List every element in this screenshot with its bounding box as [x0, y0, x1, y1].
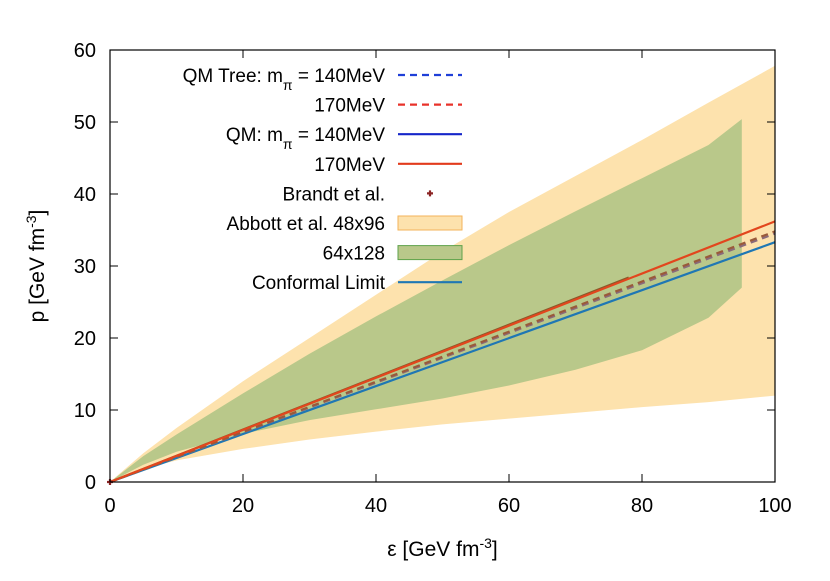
bands-layer [110, 65, 775, 483]
x-tick-label: 20 [232, 495, 254, 517]
x-tick-label: 0 [104, 495, 115, 517]
band-64x128 [110, 119, 742, 482]
legend-label-6: 64x128 [323, 244, 385, 265]
x-axis-label: ε [GeV fm-3] [387, 535, 498, 561]
legend-label-5: Abbott et al. 48x96 [227, 214, 385, 235]
x-tick-label: 40 [365, 495, 387, 517]
ticks-layer: 0 20 40 60 80 100 0 10 20 30 40 50 60 [74, 40, 792, 517]
y-tick-label: 10 [74, 400, 96, 422]
series-layer [107, 220, 776, 485]
series-line-4-170mev [109, 220, 776, 484]
x-tick-label: 80 [631, 495, 653, 517]
legend-label-0: QM Tree: mπ = 140MeV [183, 66, 386, 93]
legend-swatch-6 [397, 245, 463, 261]
y-tick-label: 40 [74, 184, 96, 206]
y-tick-label: 50 [74, 112, 96, 134]
y-tick-label: 0 [85, 472, 96, 494]
legend-swatch-4 [427, 190, 433, 197]
legend: QM Tree: mπ = 140MeV 170MeV QM: mπ = 140Me… [183, 66, 463, 294]
legend-label-2: QM: mπ = 140MeV [226, 125, 385, 152]
legend-label-4: Brandt et al. [283, 184, 385, 205]
y-axis-label: p [GeV fm-3] [23, 210, 49, 323]
y-tick-label: 30 [74, 256, 96, 278]
legend-label-3: 170MeV [314, 155, 385, 176]
legend-label-1: 170MeV [314, 96, 385, 117]
y-tick-label: 20 [74, 328, 96, 350]
legend-swatch-5 [397, 215, 463, 231]
series-line-0-conformal-limit [109, 241, 776, 484]
x-tick-label: 60 [498, 495, 520, 517]
x-tick-label: 100 [758, 495, 791, 517]
legend-label-7: Conformal Limit [252, 273, 386, 294]
y-tick-label: 60 [74, 40, 96, 62]
series-line-2-170mev [109, 230, 776, 484]
